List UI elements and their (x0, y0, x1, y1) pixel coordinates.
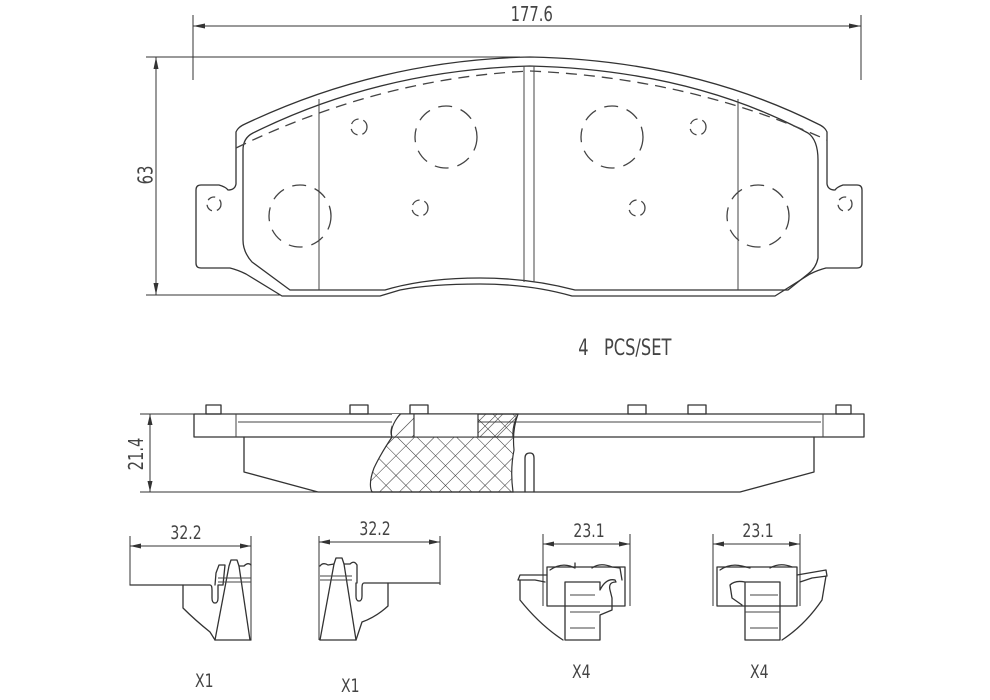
dashed-circle-small-2 (411, 199, 429, 217)
wear-indicator-dashed (235, 70, 828, 149)
side-center-slot (524, 452, 535, 493)
tab-3 (409, 404, 429, 415)
tab-6 (835, 404, 852, 415)
side-backing-plate (193, 413, 865, 438)
clip-left-drawing (129, 536, 252, 641)
tab-1 (205, 404, 222, 415)
backing-plate-outline (195, 56, 863, 297)
front-height-dimension-label: 63 (133, 165, 158, 185)
width-dimension-line (192, 15, 862, 80)
thickness-dimension-line (140, 413, 380, 493)
dashed-circle-small-3 (628, 199, 646, 217)
tab-2 (349, 404, 369, 415)
cutaway-plate-hatch-right (477, 413, 519, 438)
side-friction-material (243, 436, 815, 493)
dashed-circle-large-left (268, 184, 332, 248)
dashed-circle-large-right (726, 184, 790, 248)
shim-clip-right-dimension: 23.1 (742, 520, 774, 542)
tab-4 (627, 404, 647, 415)
clip-right-quantity: X1 (341, 675, 360, 697)
front-view (146, 15, 863, 297)
shim-clip-right-drawing (712, 534, 828, 641)
clip-right-drawing (318, 536, 441, 641)
shim-clip-left-quantity: X4 (572, 661, 591, 683)
ear-hole-right (837, 196, 853, 212)
dashed-circle-small-4 (689, 118, 707, 136)
front-width-dimension-label: 177.6 (510, 2, 553, 26)
dashed-circle-small-1 (350, 118, 368, 136)
clip-left-dimension: 32.2 (170, 522, 202, 544)
shim-clip-right-quantity: X4 (750, 661, 769, 683)
shim-clip-left-dimension: 23.1 (573, 520, 605, 542)
side-thickness-dimension-label: 21.4 (124, 437, 149, 471)
dashed-circle-large-center-right (580, 105, 644, 169)
shim-clip-left-drawing (517, 534, 631, 641)
clip-right-dimension: 32.2 (359, 518, 391, 540)
clip-left-quantity: X1 (195, 670, 214, 692)
quantity-note: 4 PCS/SET (578, 336, 672, 361)
dashed-circle-large-center-left (414, 105, 478, 169)
friction-material-outline (242, 65, 819, 291)
ear-hole-left (206, 196, 222, 212)
height-dimension-line (146, 56, 520, 296)
side-view (140, 404, 865, 493)
tab-5 (687, 404, 707, 415)
